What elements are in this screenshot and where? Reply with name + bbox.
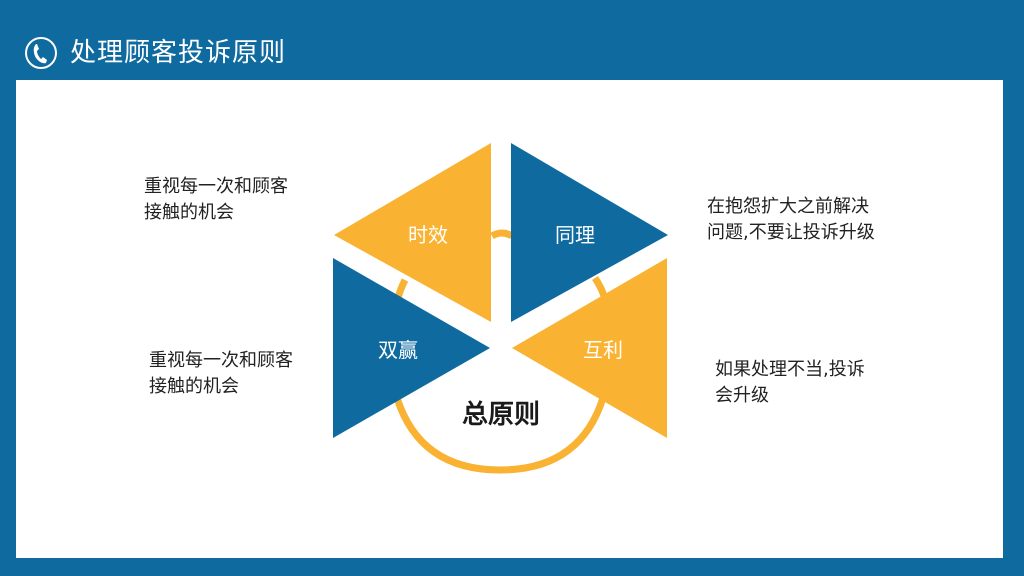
segment-mutual-benefit-triangle <box>512 258 667 438</box>
left-connector-arc <box>394 278 409 299</box>
note-bottom-right-line1: 如果处理不当,投诉 <box>715 359 865 380</box>
note-bottom-right: 如果处理不当,投诉 会升级 <box>715 357 865 409</box>
segment-label-win-win: 双赢 <box>378 338 418 362</box>
right-connector-arc <box>592 276 608 298</box>
segment-win-win-triangle <box>333 258 490 438</box>
center-arc <box>393 394 607 474</box>
page-title: 处理顾客投诉原则 <box>70 38 287 68</box>
note-top-left: 重视每一次和顾客 接触的机会 <box>144 174 288 226</box>
segment-empathy-triangle <box>511 143 668 322</box>
note-bottom-right-line2: 会升级 <box>715 385 769 406</box>
note-top-right: 在抱怨扩大之前解决 问题,不要让投诉升级 <box>707 194 875 246</box>
note-top-right-line1: 在抱怨扩大之前解决 <box>707 196 869 217</box>
note-top-right-line2: 问题,不要让投诉升级 <box>707 222 875 243</box>
segment-label-empathy: 同理 <box>555 223 595 247</box>
segment-label-mutual-benefit: 互利 <box>583 338 623 362</box>
content-panel <box>16 80 1003 558</box>
segment-label-timeliness: 时效 <box>408 223 448 247</box>
note-top-left-line1: 重视每一次和顾客 <box>144 176 288 197</box>
segment-timeliness-triangle <box>334 143 491 322</box>
note-bottom-left-line1: 重视每一次和顾客 <box>149 350 293 371</box>
phone-icon <box>25 37 57 69</box>
center-label: 总原则 <box>462 400 540 430</box>
note-bottom-left: 重视每一次和顾客 接触的机会 <box>149 348 293 400</box>
top-connector-arc <box>490 229 514 240</box>
note-top-left-line2: 接触的机会 <box>144 202 234 223</box>
note-bottom-left-line2: 接触的机会 <box>149 376 239 397</box>
header-bar: 处理顾客投诉原则 <box>0 0 1024 80</box>
